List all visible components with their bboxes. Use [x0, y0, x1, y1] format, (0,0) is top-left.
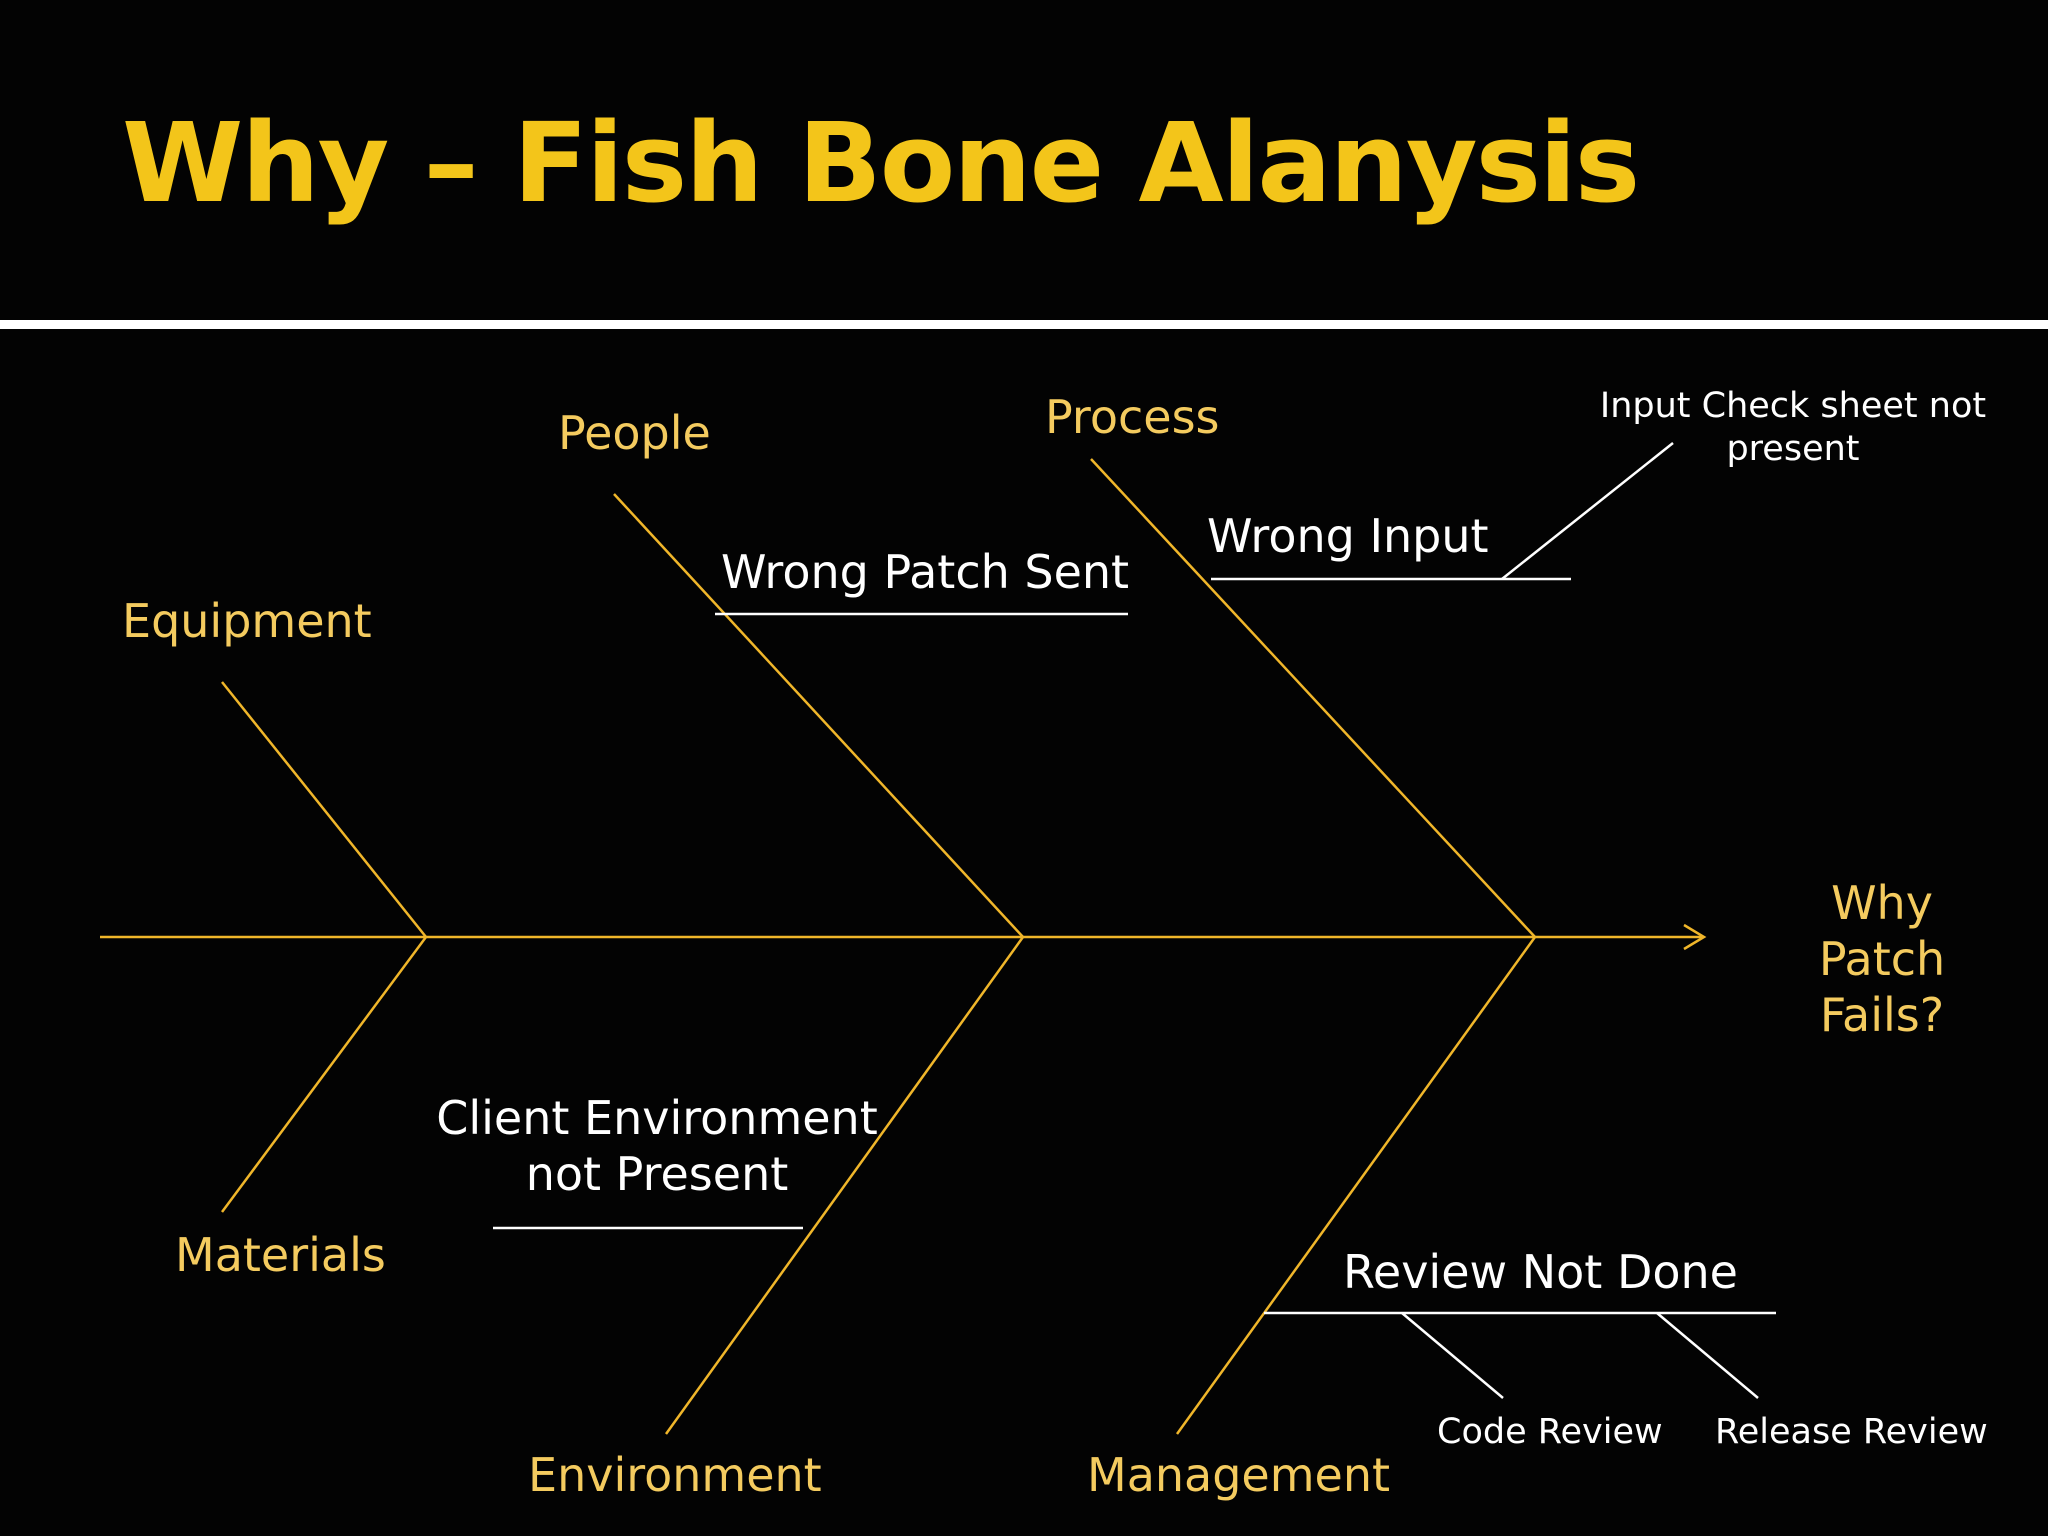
category-people: People — [558, 406, 711, 460]
bone-materials — [220, 936, 428, 1213]
effect-label: Why Patch Fails? — [1818, 876, 1946, 1043]
connector-code-review — [1401, 1312, 1504, 1399]
cause-client-environment: Client Environment not Present — [436, 1091, 878, 1202]
connector-input-check-sheet — [1501, 442, 1674, 580]
bone-management — [1175, 936, 1537, 1435]
category-equipment: Equipment — [122, 594, 372, 648]
spine-arrowhead — [1683, 923, 1707, 951]
bone-people — [613, 493, 1024, 938]
bone-process — [1090, 458, 1536, 938]
category-process: Process — [1045, 390, 1220, 444]
bone-environment — [664, 936, 1025, 1435]
cause-input-check-sheet: Input Check sheet not present — [1599, 386, 1987, 469]
connector-release-review — [1656, 1312, 1759, 1399]
category-materials: Materials — [175, 1228, 386, 1282]
cause-release-review: Release Review — [1715, 1412, 1988, 1452]
cause-wrong-input: Wrong Input — [1207, 509, 1489, 563]
slide-title: Why – Fish Bone Alanysis — [122, 99, 1640, 227]
cause-wrong-patch-sent: Wrong Patch Sent — [721, 545, 1130, 599]
category-management: Management — [1087, 1448, 1391, 1502]
cause-review-not-done: Review Not Done — [1343, 1245, 1738, 1299]
bone-equipment — [221, 681, 427, 938]
bones — [100, 458, 1707, 1435]
cause-lines — [493, 442, 1776, 1399]
category-environment: Environment — [528, 1448, 822, 1502]
cause-code-review: Code Review — [1437, 1412, 1663, 1452]
title-divider — [0, 320, 2048, 329]
